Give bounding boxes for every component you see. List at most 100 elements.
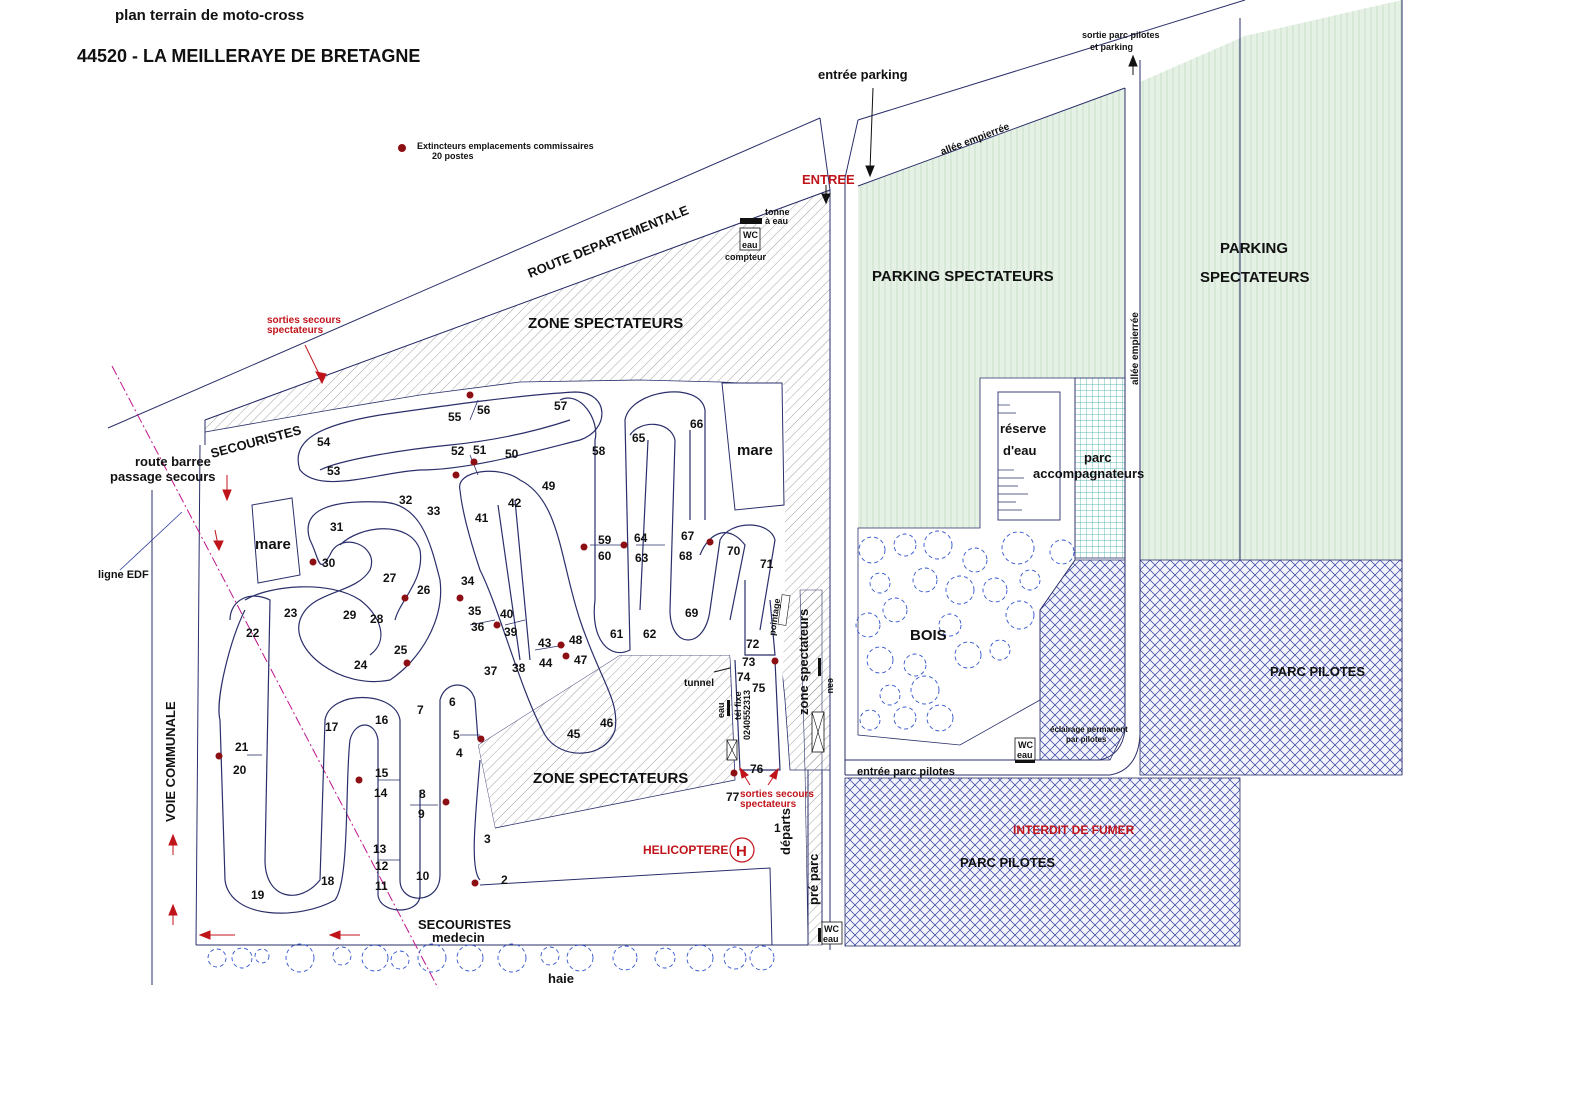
track-number: 68	[679, 549, 693, 563]
track-number: 50	[505, 447, 519, 461]
track-number: 48	[569, 633, 583, 647]
track-number: 61	[610, 627, 624, 641]
mare-left-label: mare	[255, 536, 291, 553]
track-number: 43	[538, 636, 552, 650]
medecin-label: medecin	[432, 930, 485, 945]
secouristes-bottom-label: SECOURISTES	[418, 917, 512, 932]
track-number: 30	[322, 556, 336, 570]
track-number: 59	[598, 533, 612, 547]
wc-label-top: WC	[743, 230, 758, 240]
eau-label-bottom: eau	[823, 934, 839, 944]
route-barree-label-2: passage secours	[110, 469, 216, 484]
track-number: 40	[500, 607, 514, 621]
track-number: 51	[473, 443, 487, 457]
bois-trees	[855, 530, 1075, 732]
helicoptere-label: HELICOPTERE	[643, 843, 728, 857]
track-number: 9	[418, 807, 425, 821]
allee-empierree-vertical-label: allée empierrée	[1130, 312, 1141, 385]
track-number: 1	[774, 821, 781, 835]
wc-label-parc: WC	[1018, 740, 1033, 750]
extinguishers	[215, 144, 779, 887]
track-number: 5	[453, 728, 460, 742]
track-number: 72	[746, 637, 760, 651]
parc-pilotes-right-label: PARC PILOTES	[1270, 664, 1365, 679]
sorties-secours-label-2: spectateurs	[267, 325, 324, 336]
mare-right-label: mare	[737, 442, 773, 459]
track-number: 75	[752, 681, 766, 695]
track-number: 67	[681, 529, 695, 543]
parking-spectateurs-label: PARKING SPECTATEURS	[872, 268, 1054, 285]
bois-area	[857, 377, 1076, 746]
track-number: 70	[727, 544, 741, 558]
mare-right	[721, 382, 785, 511]
haie-label: haie	[548, 971, 574, 986]
track-number: 45	[567, 727, 581, 741]
track-number: 41	[475, 511, 489, 525]
track-number: 57	[554, 399, 568, 413]
hedge	[207, 943, 775, 973]
zone-spectateurs-vertical-label: zone spectateurs	[796, 609, 811, 715]
track-number: 56	[477, 403, 491, 417]
legend-extinguisher-text: Extincteurs emplacements commissaires	[417, 141, 594, 151]
track-number: 29	[343, 608, 357, 622]
track-number: 49	[542, 479, 556, 493]
roads	[107, 0, 1246, 985]
parc-accompagnateurs-area	[1074, 377, 1126, 559]
track-number: 77	[726, 790, 740, 804]
sorties-secours-label-1: sorties secours	[267, 315, 341, 326]
eau-vertical-label-1: eau	[716, 702, 726, 718]
track-number: 38	[512, 661, 526, 675]
tonne-label-1: tonne	[765, 207, 790, 217]
track-numbers: 1 2 3 4 5 6 7 8 9 10 11 12 13 14 15 16 1…	[233, 399, 781, 902]
track-number: 19	[251, 888, 265, 902]
eau-vertical-label-2: eau	[826, 678, 836, 694]
track-number: 17	[325, 720, 339, 734]
track-number: 62	[643, 627, 657, 641]
route-barree-label-1: route barree	[135, 454, 211, 469]
track-number: 53	[327, 464, 341, 478]
track-number: 13	[373, 842, 387, 856]
track-number: 63	[635, 551, 649, 565]
motocross-track	[218, 391, 781, 914]
parking-area-right	[1140, 0, 1402, 560]
wc-box-top	[739, 227, 761, 251]
track-number: 74	[737, 670, 751, 684]
page-title: plan terrain de moto-cross	[115, 7, 304, 24]
track-number: 7	[417, 703, 424, 717]
eau-label-top: eau	[742, 240, 758, 250]
mare-left	[251, 497, 301, 584]
entree-parking-label: entrée parking	[818, 67, 908, 82]
track-number: 71	[760, 557, 774, 571]
track-number: 47	[574, 653, 588, 667]
eclairage-label-1: éclairage permanent	[1050, 725, 1128, 734]
zone-spectateurs-low-label: ZONE SPECTATEURS	[533, 770, 688, 787]
track-number: 69	[685, 606, 699, 620]
track-number: 55	[448, 410, 462, 424]
track-number: 28	[370, 612, 384, 626]
parc-accompagnateurs-label-1: parc	[1084, 450, 1111, 465]
track-number: 20	[233, 763, 247, 777]
track-number: 65	[632, 431, 646, 445]
track-number: 52	[451, 444, 465, 458]
track-number: 10	[416, 869, 430, 883]
spectateurs-label: SPECTATEURS	[1200, 269, 1309, 286]
tel-fixe-label-2: 0240552313	[742, 690, 752, 740]
track-number: 58	[592, 444, 606, 458]
track-number: 60	[598, 549, 612, 563]
track-number: 18	[321, 874, 335, 888]
wc-label-bottom: WC	[824, 924, 839, 934]
sorties-secours-low-label-1: sorties secours	[740, 789, 814, 800]
track-number: 8	[419, 787, 426, 801]
voie-communale-label: VOIE COMMUNALE	[163, 701, 178, 822]
eclairage-label-2: par pilotes	[1066, 735, 1107, 744]
track-number: 32	[399, 493, 413, 507]
tonne-label-2: à eau	[765, 216, 788, 226]
parc-accompagnateurs-label-2: accompagnateurs	[1033, 466, 1144, 481]
parc-pilotes-right	[1139, 559, 1403, 776]
zone-spectateurs-right	[799, 589, 823, 946]
departs-label: départs	[778, 808, 793, 855]
legend-extinguisher-count: 20 postes	[432, 151, 474, 161]
track-number: 21	[235, 740, 249, 754]
track-number: 27	[383, 571, 397, 585]
track-number: 34	[461, 574, 475, 588]
